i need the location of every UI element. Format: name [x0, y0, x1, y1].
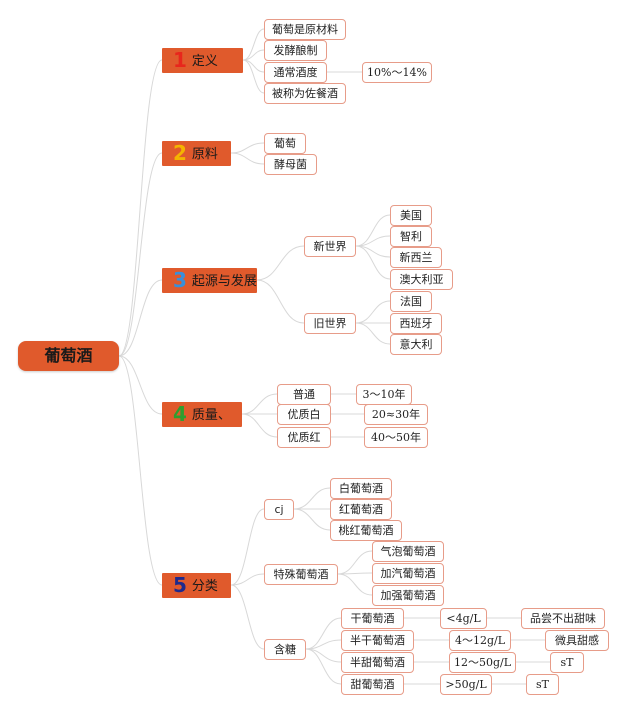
node-carbonated-wine[interactable]: 加汽葡萄酒: [372, 563, 444, 584]
node-sugar-level-sweet[interactable]: >50g/L: [440, 674, 492, 695]
section-4-quality[interactable]: 4 质量、: [162, 402, 242, 427]
node-fortified-wine[interactable]: 加强葡萄酒: [372, 585, 444, 606]
node-sugar-level-dry[interactable]: <4g/L: [440, 608, 487, 629]
node-sugar-level-semi-sweet[interactable]: 12～50g/L: [449, 652, 516, 673]
node-dry-wine[interactable]: 干葡萄酒: [341, 608, 404, 629]
node-taste-dry[interactable]: 品尝不出甜味: [521, 608, 605, 629]
root-node[interactable]: 葡萄酒: [18, 341, 119, 371]
section-label: 起源与发展: [191, 274, 257, 289]
node-semi-sweet-wine[interactable]: 半甜葡萄酒: [341, 652, 414, 673]
section-label: 质量、: [191, 408, 231, 423]
node-taste-semi-sweet[interactable]: sT: [550, 652, 584, 673]
node-grape-raw-material[interactable]: 葡萄是原材料: [264, 19, 346, 40]
node-age-red[interactable]: 40～50年: [364, 427, 428, 448]
node-fermentation[interactable]: 发酵酿制: [264, 40, 327, 61]
section-label: 分类: [191, 579, 218, 594]
section-3-origin[interactable]: 3 起源与发展: [162, 268, 257, 293]
node-grade-white[interactable]: 优质白: [277, 404, 331, 425]
node-sparkling-wine[interactable]: 气泡葡萄酒: [372, 541, 444, 562]
section-2-materials[interactable]: 2 原料: [162, 141, 231, 166]
node-yeast[interactable]: 酵母菌: [264, 154, 317, 175]
node-taste-sweet[interactable]: sT: [526, 674, 559, 695]
node-alcohol-range[interactable]: 10%～14%: [362, 62, 432, 83]
node-red-wine[interactable]: 红葡萄酒: [330, 499, 392, 520]
node-usa[interactable]: 美国: [390, 205, 432, 226]
node-grade-red[interactable]: 优质红: [277, 427, 331, 448]
node-sugar-level-semi-dry[interactable]: 4～12g/L: [449, 630, 511, 651]
node-australia[interactable]: 澳大利亚: [390, 269, 453, 290]
node-cj[interactable]: cj: [264, 499, 294, 520]
section-number: 3: [173, 268, 187, 292]
node-old-world[interactable]: 旧世界: [304, 313, 356, 334]
section-1-definition[interactable]: 1 定义: [162, 48, 243, 73]
section-number: 1: [173, 48, 187, 72]
node-grape[interactable]: 葡萄: [264, 133, 306, 154]
section-label: 原料: [191, 147, 218, 162]
section-number: 5: [173, 573, 187, 597]
section-number: 2: [173, 141, 187, 165]
node-white-wine[interactable]: 白葡萄酒: [330, 478, 392, 499]
node-taste-semi-dry[interactable]: 微具甜感: [545, 630, 609, 651]
node-new-zealand[interactable]: 新西兰: [390, 247, 442, 268]
node-chile[interactable]: 智利: [390, 226, 432, 247]
node-special-wine[interactable]: 特殊葡萄酒: [264, 564, 338, 585]
node-grade-regular[interactable]: 普通: [277, 384, 331, 405]
section-label: 定义: [191, 54, 218, 69]
section-5-classification[interactable]: 5 分类: [162, 573, 231, 598]
section-number: 4: [173, 402, 187, 426]
node-spain[interactable]: 西班牙: [390, 313, 442, 334]
node-rose-wine[interactable]: 桃红葡萄酒: [330, 520, 402, 541]
node-new-world[interactable]: 新世界: [304, 236, 356, 257]
node-sugar[interactable]: 含糖: [264, 639, 306, 660]
node-italy[interactable]: 意大利: [390, 334, 442, 355]
node-age-regular[interactable]: 3～10年: [356, 384, 412, 405]
node-table-wine[interactable]: 被称为佐餐酒: [264, 83, 346, 104]
node-usual-alcohol[interactable]: 通常酒度: [264, 62, 327, 83]
node-france[interactable]: 法国: [390, 291, 432, 312]
node-semi-dry-wine[interactable]: 半干葡萄酒: [341, 630, 414, 651]
node-age-white[interactable]: 20≈30年: [364, 404, 428, 425]
node-sweet-wine[interactable]: 甜葡萄酒: [341, 674, 404, 695]
